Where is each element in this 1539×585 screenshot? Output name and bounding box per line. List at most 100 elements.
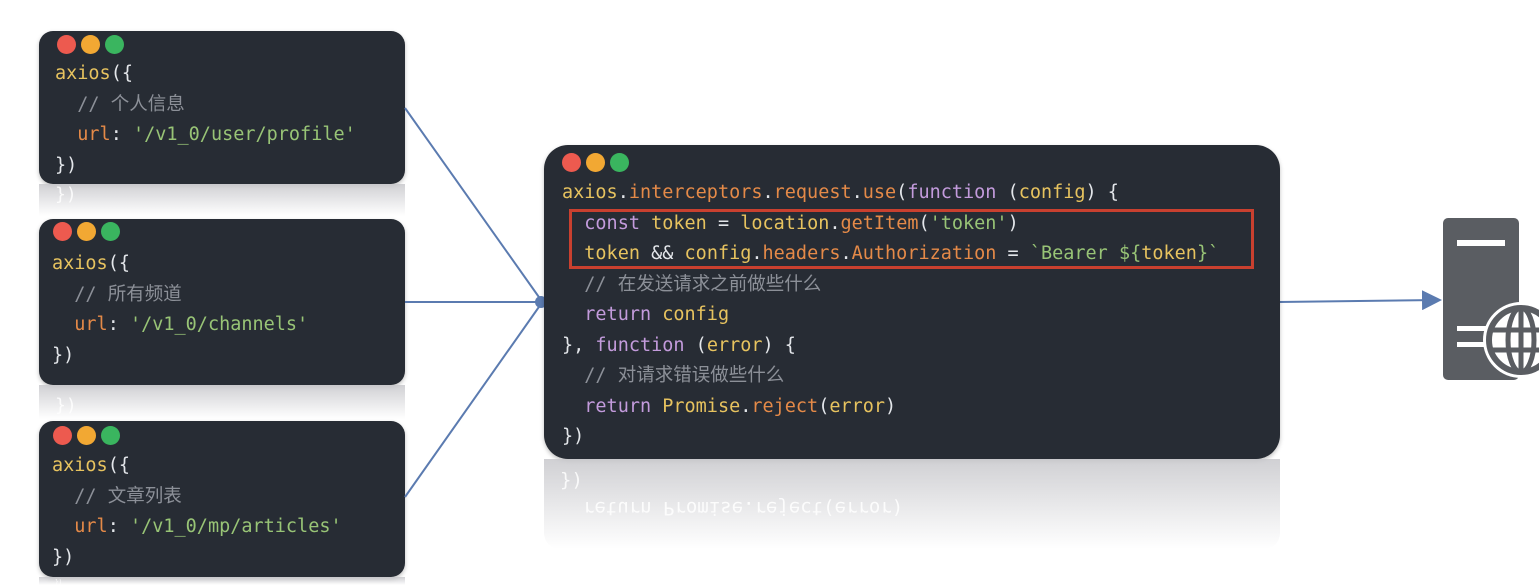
code-token: axios — [562, 182, 618, 203]
code-token: const — [584, 212, 640, 234]
code-token: ) — [1007, 212, 1019, 234]
code-token: }) — [52, 344, 75, 366]
code-token: return — [584, 304, 652, 325]
code-token — [651, 304, 662, 325]
code-token: ( — [896, 182, 908, 203]
card-reflection: }) — [39, 577, 405, 585]
code-token: url — [77, 124, 111, 145]
code-token: config — [662, 304, 730, 325]
code-token: interceptors — [628, 182, 763, 203]
minimize-dot-icon — [77, 426, 96, 445]
code-token: . — [751, 243, 763, 264]
code-token: config — [684, 243, 752, 264]
code-token: function — [595, 334, 685, 356]
code-token — [562, 304, 584, 325]
code-line: axios({ — [55, 59, 356, 90]
code-line: }) — [562, 422, 1219, 453]
code-token: }, — [562, 334, 596, 356]
code-token: }) — [55, 154, 78, 176]
code-line: // 对请求错误做些什么 — [562, 361, 1219, 392]
close-dot-icon — [57, 35, 76, 54]
code-token: ( — [818, 395, 830, 417]
code-line: axios({ — [52, 451, 342, 482]
code-token: . — [829, 212, 841, 234]
code-line: token && config.headers.Authorization = … — [562, 239, 1219, 270]
window-controls — [53, 222, 120, 241]
code-token: axios — [55, 63, 111, 84]
code-token: ) { — [1085, 182, 1119, 203]
code-token: : — [107, 516, 130, 537]
code-token: token — [1141, 243, 1197, 264]
code-block: axios({ // 个人信息 url: '/v1_0/user/profile… — [55, 59, 356, 181]
close-dot-icon — [562, 153, 581, 172]
arrow-profile-to-interceptor — [404, 107, 542, 301]
code-token: '/v1_0/channels' — [129, 314, 309, 335]
interceptor-code-block: axios.interceptors.request.use(function … — [562, 178, 1219, 453]
code-token: . — [740, 395, 752, 417]
code-token: : — [107, 314, 130, 335]
code-token: reject — [751, 395, 819, 417]
code-token: axios — [52, 455, 108, 476]
code-token: && — [639, 243, 685, 264]
code-token: = — [996, 243, 1030, 264]
code-token: headers — [762, 243, 841, 264]
code-line: url: '/v1_0/channels' — [52, 310, 308, 341]
code-line: return Promise.reject(error) — [562, 392, 1219, 423]
code-line: url: '/v1_0/mp/articles' — [52, 512, 341, 543]
code-token: error — [706, 334, 763, 356]
code-token: getItem — [840, 212, 919, 234]
arrow-articles-to-interceptor — [404, 303, 542, 498]
maximize-dot-icon — [101, 426, 120, 445]
interceptor-reflection: }) return Promise.reject(error) — [544, 459, 1280, 549]
code-token: ) — [885, 395, 897, 417]
code-token: // 所有频道 — [52, 283, 182, 305]
code-token: ) { — [762, 334, 796, 356]
code-token: // 文章列表 — [52, 485, 182, 507]
code-token: ({ — [107, 455, 130, 476]
code-line: // 个人信息 — [55, 90, 356, 121]
reflection-text: }) — [55, 184, 77, 205]
code-token: ( — [918, 212, 930, 234]
code-token: url — [74, 516, 108, 537]
code-token: ({ — [107, 253, 130, 274]
code-card-channels: axios({ // 所有频道 url: '/v1_0/channels'}) — [39, 219, 405, 385]
reflection-text: }) — [55, 395, 77, 416]
code-token: 'token' — [929, 212, 1008, 234]
code-token: // 在发送请求之前做些什么 — [562, 273, 822, 295]
code-token: Promise — [662, 395, 741, 417]
code-line: // 文章列表 — [52, 482, 342, 513]
interceptor-code-card: axios.interceptors.request.use(function … — [544, 145, 1280, 459]
reflection-text: }) — [55, 579, 63, 585]
close-dot-icon — [53, 222, 72, 241]
code-token: : — [110, 124, 133, 145]
code-token: . — [762, 182, 774, 203]
code-token — [651, 396, 662, 417]
code-token — [562, 396, 584, 417]
window-controls — [562, 153, 629, 172]
code-line: }) — [52, 341, 308, 372]
code-token: . — [851, 182, 863, 203]
minimize-dot-icon — [586, 153, 605, 172]
code-line: const token = location.getItem('token') — [562, 209, 1219, 240]
code-token: token — [651, 212, 707, 234]
code-token: url — [74, 314, 108, 335]
minimize-dot-icon — [77, 222, 96, 241]
code-card-articles: axios({ // 文章列表 url: '/v1_0/mp/articles'… — [39, 421, 405, 577]
code-token: request — [773, 182, 852, 203]
code-line: }) — [55, 151, 356, 182]
code-line: axios.interceptors.request.use(function … — [562, 178, 1219, 209]
code-token: axios — [52, 253, 108, 274]
code-token: token — [584, 243, 640, 264]
card-reflection: }) — [39, 385, 405, 419]
code-line: return config — [562, 300, 1219, 331]
code-token: Authorization — [851, 243, 997, 264]
code-token: function — [907, 182, 997, 203]
code-line: // 所有频道 — [52, 280, 308, 311]
code-token: '/v1_0/user/profile' — [132, 124, 356, 145]
arrow-interceptor-to-server — [1278, 290, 1442, 311]
code-line: // 在发送请求之前做些什么 — [562, 270, 1219, 301]
code-token: }` — [1196, 243, 1220, 264]
code-token: // 对请求错误做些什么 — [562, 365, 785, 386]
code-line: }) — [52, 543, 342, 574]
code-token: location — [740, 212, 830, 234]
